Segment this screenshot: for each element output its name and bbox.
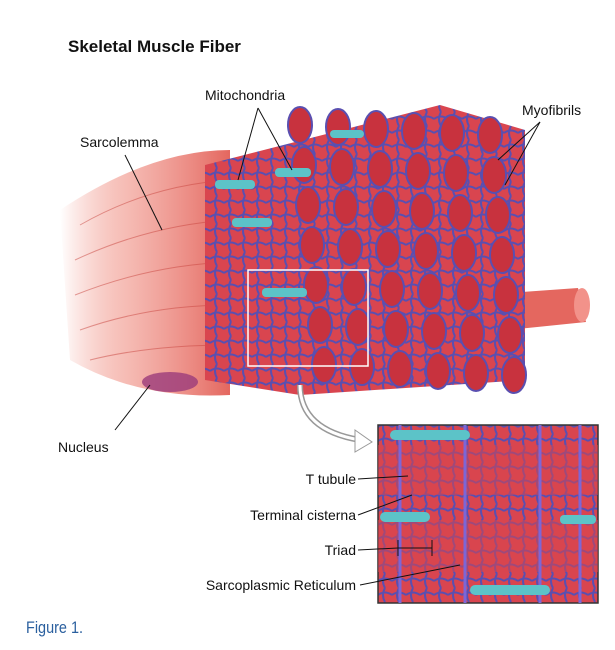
myofibril-end [455, 274, 481, 312]
myofibril-end [387, 350, 413, 388]
label-mitochondria: Mitochondria [205, 87, 285, 103]
myofibril-end [405, 152, 431, 190]
myofibril-end [307, 306, 333, 344]
myofibril-end [375, 230, 401, 268]
myofibril-end [371, 190, 397, 228]
myofibril-end [311, 346, 337, 384]
label-triad: Triad [325, 542, 356, 558]
label-nucleus: Nucleus [58, 439, 109, 455]
myofibril-end [341, 268, 367, 306]
myofibril-end [287, 106, 313, 144]
myofibril-end [409, 192, 435, 230]
myofibril-end [401, 112, 427, 150]
myofibril-end [439, 114, 465, 152]
label-myofibrils: Myofibrils [522, 102, 581, 118]
myofibril-end [299, 226, 325, 264]
myofibril-end [493, 276, 519, 314]
myofibril-end [497, 316, 523, 354]
myofibril-end [333, 188, 359, 226]
myofibril-end [325, 108, 351, 146]
myofibril-end [501, 356, 527, 394]
figure-title: Skeletal Muscle Fiber [68, 37, 241, 56]
myofibril-end [421, 312, 447, 350]
label-sarcolemma: Sarcolemma [80, 134, 159, 150]
myofibril-end [363, 110, 389, 148]
myofibril-end [485, 196, 511, 234]
myofibril-end [383, 310, 409, 348]
myofibril-end [425, 352, 451, 390]
myofibril-end [413, 232, 439, 270]
label-t-tubule: T tubule [306, 471, 357, 487]
myofibril-end [295, 186, 321, 224]
myofibril-end [337, 228, 363, 266]
mitochondria-shapes [215, 130, 364, 297]
nucleus-shape [142, 372, 198, 392]
myofibril-end [489, 236, 515, 274]
myofibril-end [329, 148, 355, 186]
myofibril-end [481, 156, 507, 194]
label-terminal-cisterna: Terminal cisterna [250, 507, 356, 523]
figure-caption: Figure 1. [26, 618, 84, 637]
myofibril-end [443, 154, 469, 192]
zoom-region-box [247, 269, 369, 367]
inset-detail [377, 424, 599, 604]
myofibril-end [349, 348, 375, 386]
myofibril-end [345, 308, 371, 346]
myofibril-end [367, 150, 393, 188]
label-sarcoplasmic-reticulum: Sarcoplasmic Reticulum [206, 577, 356, 593]
myofibril-end [463, 354, 489, 392]
myofibril-end [477, 116, 503, 154]
myofibril-end [417, 272, 443, 310]
myofibril-end [459, 314, 485, 352]
myofibril-end [291, 146, 317, 184]
myofibril-end [447, 194, 473, 232]
sarcolemma-body [60, 150, 231, 396]
myofibril-end [379, 270, 405, 308]
myofibril-end [303, 266, 329, 304]
myofibril-end [451, 234, 477, 272]
